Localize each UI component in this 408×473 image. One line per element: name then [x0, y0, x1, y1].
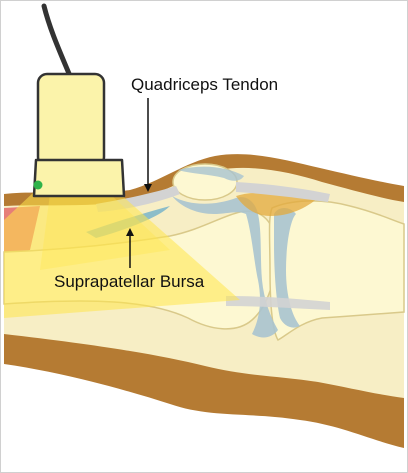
quadriceps-tendon-label: Quadriceps Tendon — [131, 75, 278, 94]
suprapatellar-bursa-label: Suprapatellar Bursa — [54, 272, 205, 291]
probe-orientation-marker-icon — [34, 181, 43, 190]
